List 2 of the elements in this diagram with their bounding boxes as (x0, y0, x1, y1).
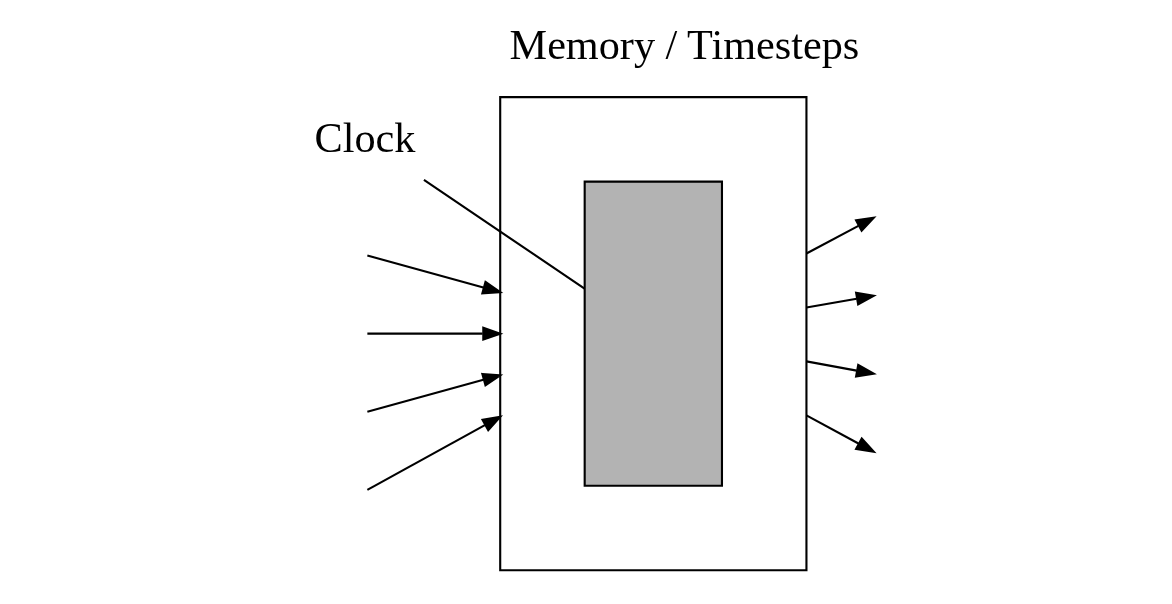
diagram-title: Memory / Timesteps (509, 21, 859, 69)
node-text: Clock (314, 114, 415, 162)
